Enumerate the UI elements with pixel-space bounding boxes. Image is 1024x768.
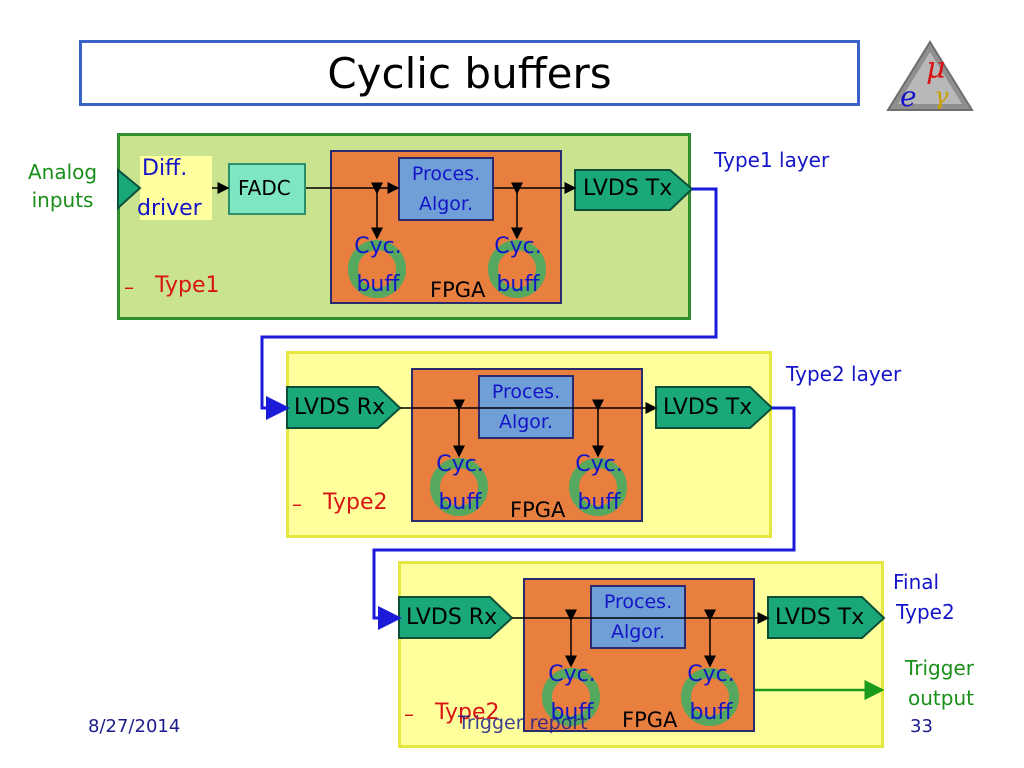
input-triangle bbox=[117, 167, 142, 211]
cyc-line2: buff bbox=[496, 272, 540, 297]
lvds-tx-label-3: LVDS Tx bbox=[775, 605, 865, 630]
footer-page-number: 33 bbox=[910, 716, 933, 737]
lvds-tx-label-1: LVDS Tx bbox=[583, 176, 673, 201]
cyc-buff-ring-2a bbox=[430, 458, 488, 516]
fadc-box bbox=[228, 163, 306, 215]
proc-algor-block-3: Proces. Algor. bbox=[590, 585, 686, 649]
diff-driver-box bbox=[140, 156, 212, 220]
diff-driver-line1: Diff. bbox=[142, 156, 188, 181]
final-type2-label-line2: Type2 bbox=[896, 600, 955, 624]
link-type2-to-final bbox=[372, 406, 796, 630]
mu-e-gamma-logo: μ e γ bbox=[886, 40, 974, 113]
logo-gamma: γ bbox=[934, 82, 949, 110]
cyc-buff-ring-3a bbox=[542, 668, 600, 726]
proc-algor-block-1: Proces. Algor. bbox=[398, 157, 494, 221]
proc-line2: Algor. bbox=[610, 621, 666, 643]
type2-layer-label: Type2 layer bbox=[786, 362, 902, 386]
cyc-line2: buff bbox=[550, 700, 594, 725]
type2-bullet: – bbox=[292, 492, 302, 516]
type2-final-label: Type2 bbox=[435, 700, 500, 725]
cyc-line2: buff bbox=[689, 700, 733, 725]
type2-final-bullet: – bbox=[404, 702, 414, 726]
cyc-buff-label-1a: Cyc. buff bbox=[340, 228, 416, 304]
proc-line1: Proces. bbox=[411, 163, 481, 185]
lvds-rx-label-3: LVDS Rx bbox=[406, 605, 498, 630]
type1-label: Type1 bbox=[155, 273, 220, 298]
cyc-line2: buff bbox=[577, 490, 621, 515]
analog-inputs-label: Analog inputs bbox=[28, 160, 98, 212]
diff-driver-line2: driver bbox=[137, 196, 202, 221]
type1-bullet: – bbox=[124, 275, 134, 299]
link-type1-to-type2 bbox=[260, 187, 718, 420]
fpga-label-1: FPGA bbox=[430, 278, 486, 302]
proc-algor-block-2: Proces. Algor. bbox=[478, 375, 574, 439]
fpga-label-3: FPGA bbox=[622, 708, 678, 732]
proc-line1: Proces. bbox=[603, 591, 673, 613]
fadc-label: FADC bbox=[238, 176, 291, 200]
logo-mu: μ bbox=[926, 51, 946, 86]
lvds-rx-label-2: LVDS Rx bbox=[294, 395, 386, 420]
final-type2-label-line1: Final bbox=[893, 570, 940, 594]
proc-line2: Algor. bbox=[418, 193, 474, 215]
lvds-tx-label-2: LVDS Tx bbox=[663, 395, 753, 420]
cyc-buff-ring-3b bbox=[681, 668, 739, 726]
proc-line1: Proces. bbox=[491, 381, 561, 403]
cyc-buff-ring-1b bbox=[488, 240, 546, 298]
trigger-output-line2: output bbox=[908, 686, 974, 710]
trigger-output-line1: Trigger bbox=[905, 656, 974, 680]
fpga-label-2: FPGA bbox=[510, 498, 566, 522]
cyc-buff-ring-1a bbox=[348, 240, 406, 298]
type1-layer-label: Type1 layer bbox=[714, 148, 830, 172]
logo-e: e bbox=[900, 80, 917, 113]
slide-title: Cyclic buffers bbox=[79, 40, 860, 106]
cyc-buff-ring-2b bbox=[569, 458, 627, 516]
cyc-line2: buff bbox=[438, 490, 482, 515]
proc-line2: Algor. bbox=[498, 411, 554, 433]
footer-center: Trigger report bbox=[458, 712, 588, 734]
type2-label: Type2 bbox=[323, 490, 388, 515]
cyc-line2: buff bbox=[356, 272, 400, 297]
footer-date: 8/27/2014 bbox=[88, 716, 181, 737]
